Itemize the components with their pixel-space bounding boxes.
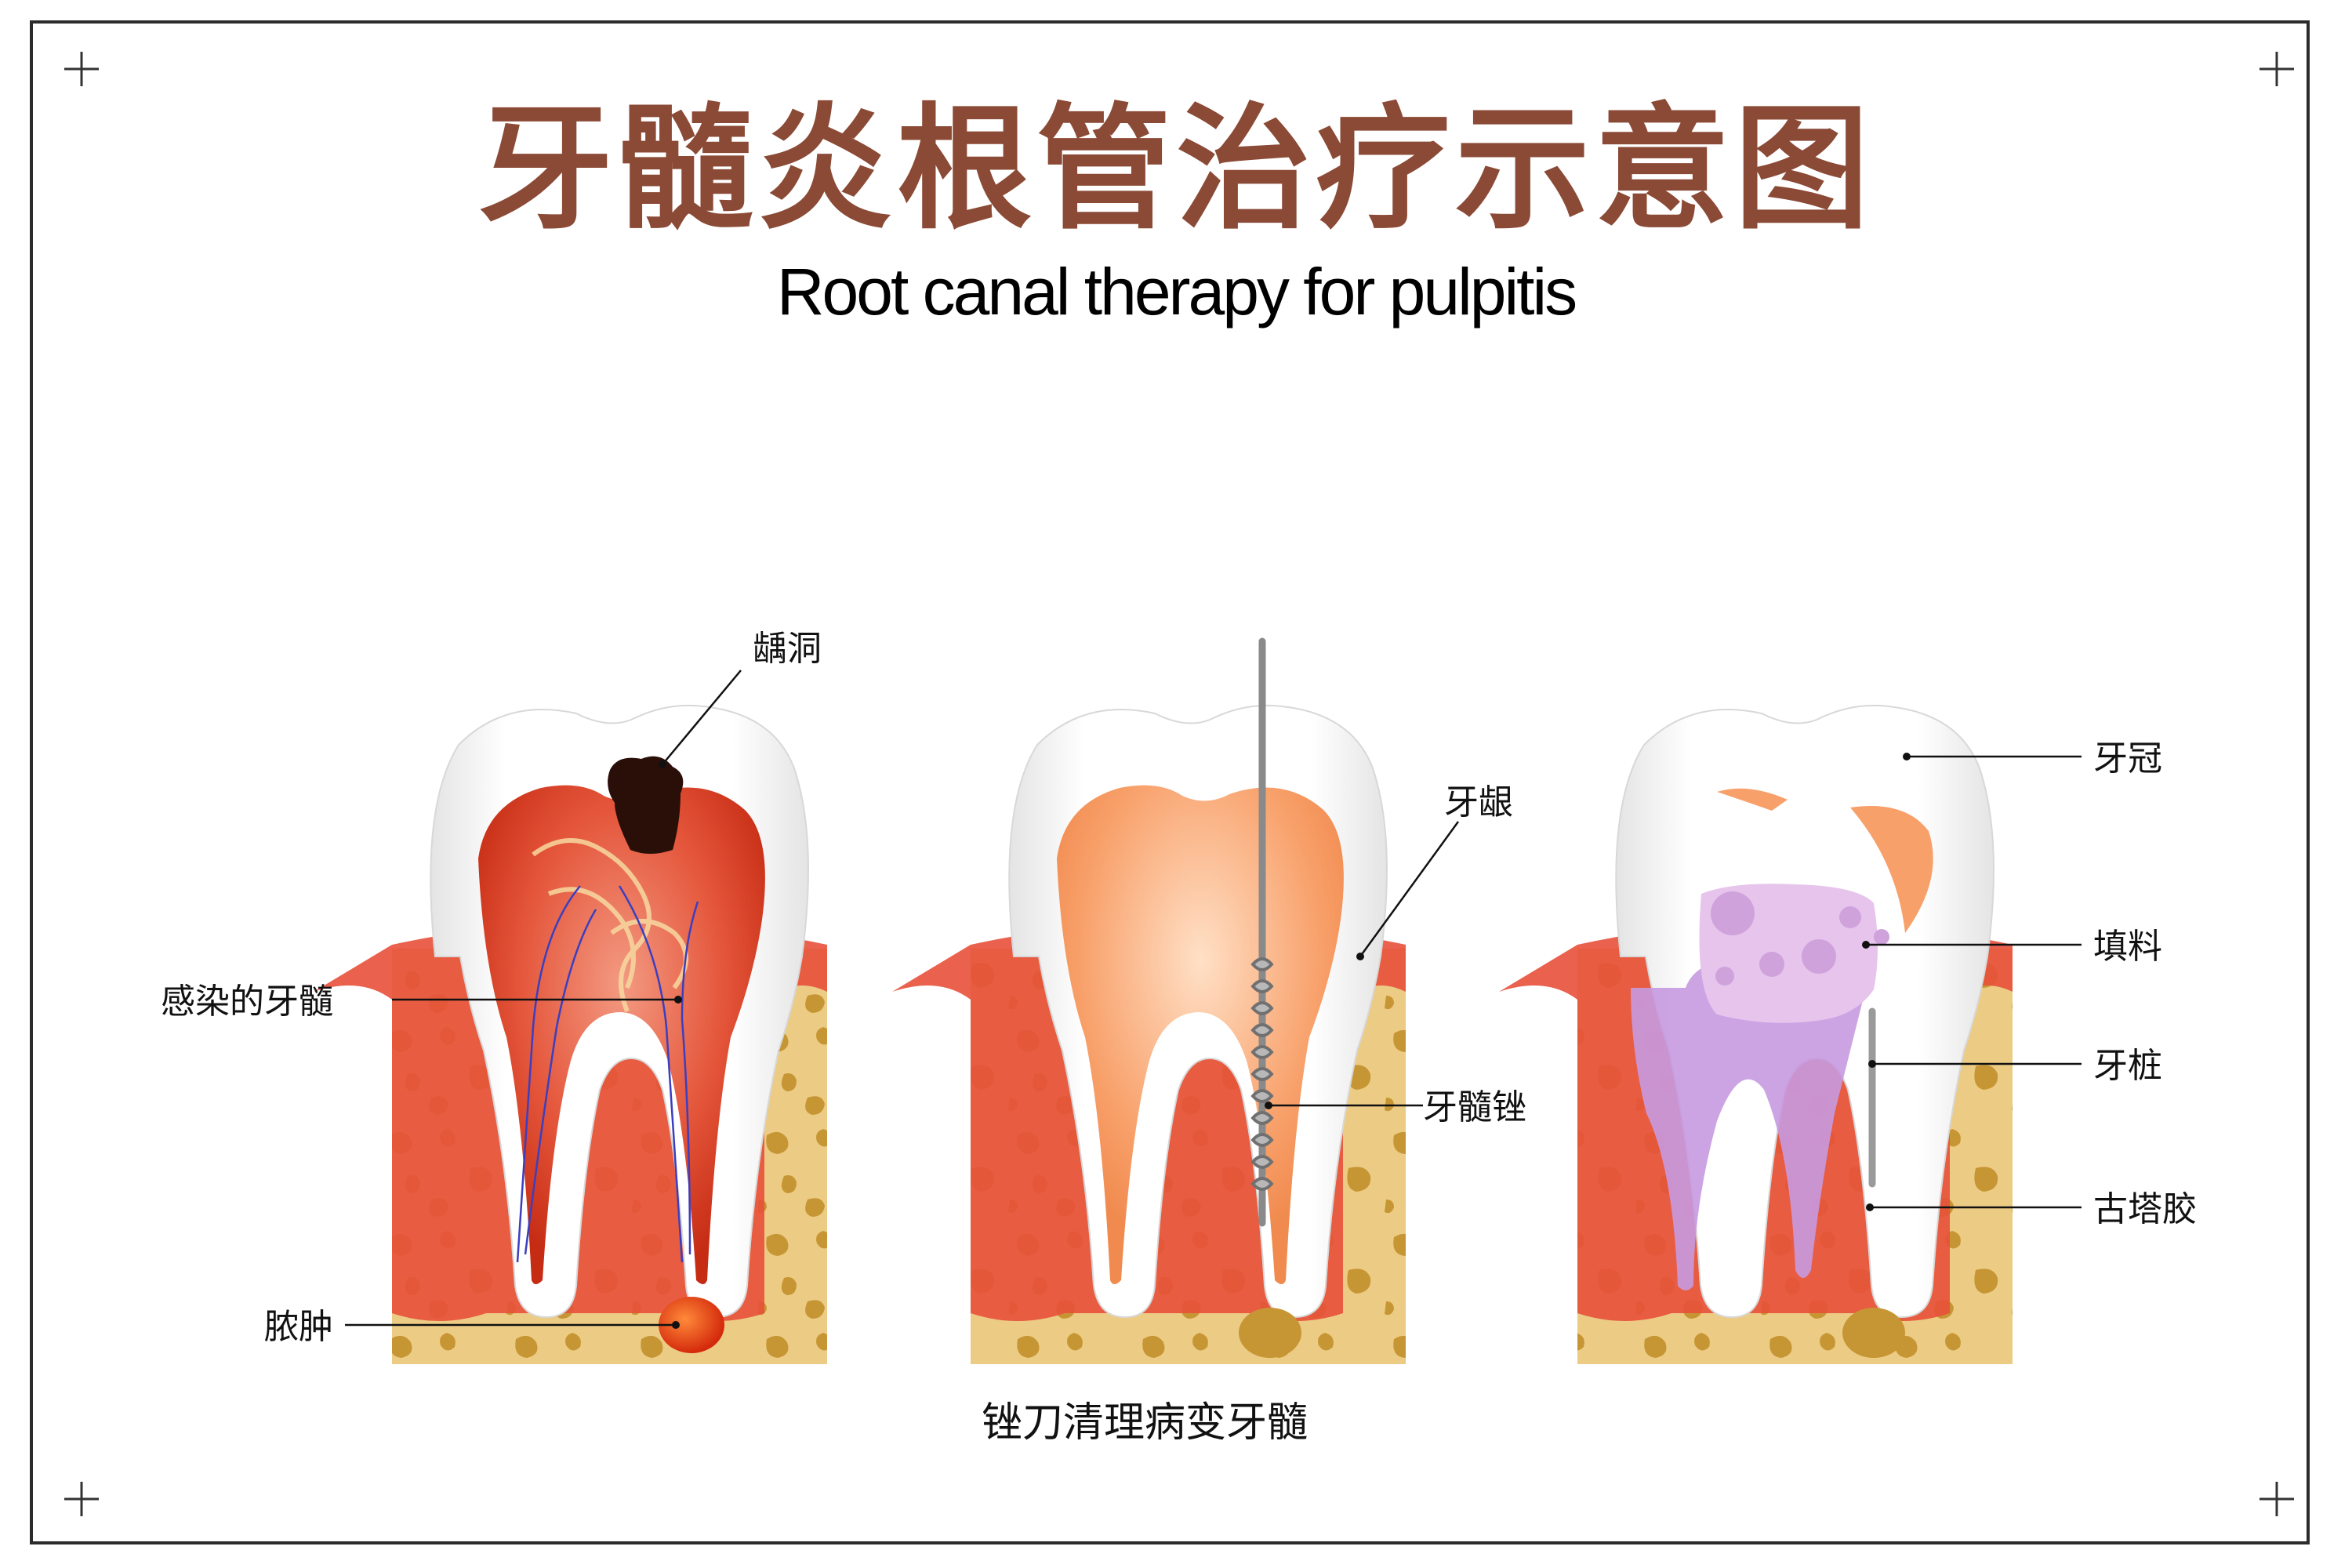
title-english: Root canal therapy for pulpitis xyxy=(776,255,1577,328)
label-post: 牙桩 xyxy=(2093,1046,2162,1086)
file-spiral xyxy=(1250,957,1274,1191)
label-crown: 牙冠 xyxy=(2093,739,2162,779)
gutta-percha xyxy=(1631,953,1866,1290)
label-gum: 牙龈 xyxy=(1444,782,1513,822)
abscess xyxy=(659,1297,724,1353)
caries-cavity xyxy=(608,756,684,854)
blood-vessels xyxy=(516,885,699,1263)
label-infected-pulp: 感染的牙髓 xyxy=(161,982,333,1022)
filling-bubbles xyxy=(1711,891,1889,985)
title-chinese: 牙髓炎根管治疗示意图 xyxy=(478,90,1874,248)
label-caries: 龋洞 xyxy=(753,629,822,669)
label-filling: 填料 xyxy=(2093,927,2162,967)
label-abscess: 脓肿 xyxy=(264,1307,333,1347)
label-file: 牙髓锉 xyxy=(1423,1087,1526,1127)
healthy-pulp xyxy=(1057,785,1344,1284)
panel-filing: 牙龈 牙髓锉 xyxy=(892,637,1526,1364)
pulp-remnant xyxy=(1850,806,1933,933)
bone-pore xyxy=(1239,1308,1301,1358)
crop-marks xyxy=(64,52,2294,1516)
pulp-remnant xyxy=(1717,788,1788,811)
bone-pore xyxy=(1842,1308,1905,1358)
label-gutta-percha: 古塔胶 xyxy=(2093,1189,2197,1229)
panel-infected-tooth: 龋洞 感染的牙髓 脓肿 xyxy=(161,629,827,1364)
infected-pulp xyxy=(478,785,765,1284)
poster-frame xyxy=(30,20,2310,1544)
caption-filing: 锉刀清理病变牙髓 xyxy=(981,1399,1308,1446)
panel-restored-tooth: 牙冠 填料 牙桩 古塔胶 xyxy=(1499,704,2197,1364)
